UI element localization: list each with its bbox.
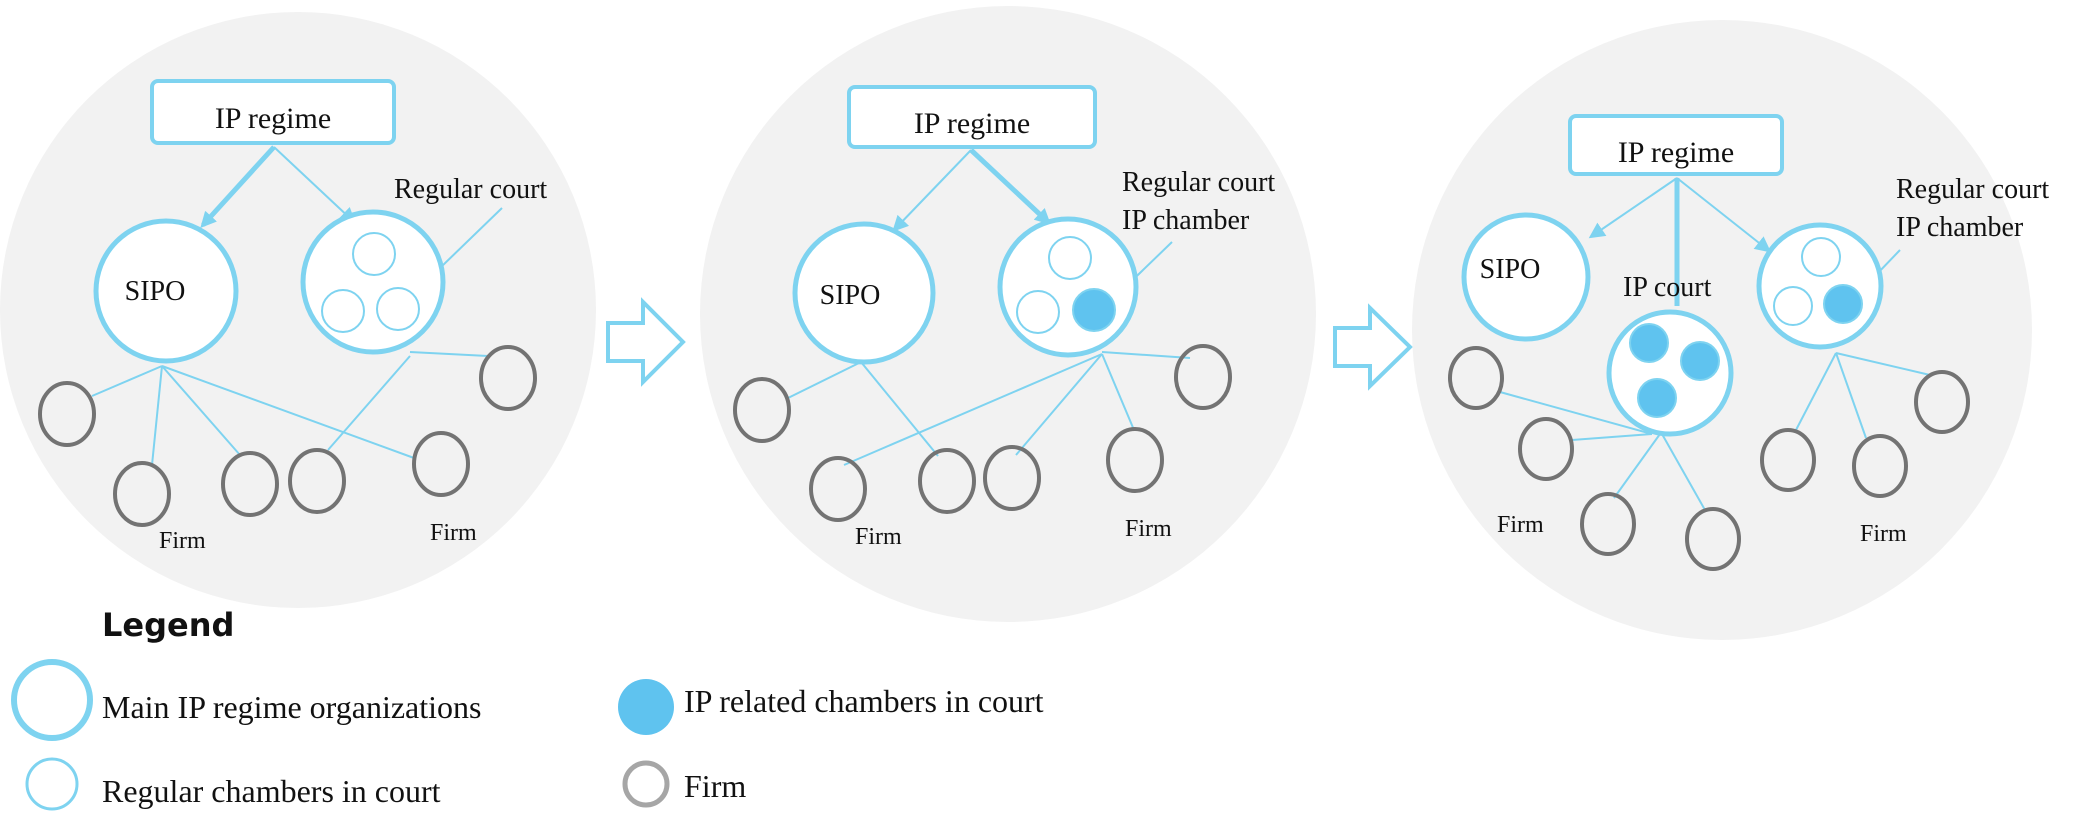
firm — [983, 445, 1041, 511]
firm — [1760, 428, 1816, 492]
regular-chamber — [1773, 286, 1813, 326]
panel-2-firms — [733, 344, 1232, 522]
ip-chamber-label: IP chamber — [1122, 205, 1250, 236]
arrow-ip-regime-to-court — [969, 148, 1051, 225]
firm — [1174, 344, 1232, 410]
firm — [1852, 434, 1908, 498]
ip-regime-box — [150, 79, 396, 145]
panel-3: IP regime SIPO IP court Regular court IP… — [1412, 20, 2049, 640]
sipo-label: SIPO — [125, 276, 186, 307]
panel-1-firms — [38, 345, 537, 527]
firm-label: Firm — [1860, 521, 1907, 547]
firm-label: Firm — [159, 528, 206, 554]
regular-chamber — [1801, 237, 1841, 277]
ip-court-label: IP court — [1623, 272, 1712, 303]
firm — [809, 456, 867, 522]
arrow-ip-regime-to-court — [1676, 177, 1772, 253]
legend-firm-label: Firm — [684, 768, 746, 804]
firm — [113, 461, 171, 527]
legend-main-org-label: Main IP regime organizations — [102, 689, 481, 725]
panel-3-background — [1412, 20, 2032, 640]
regular-chamber — [1048, 236, 1092, 280]
arrow-ip-regime-to-sipo — [200, 145, 276, 228]
sipo-circle — [792, 221, 936, 365]
firm-label: Firm — [1497, 512, 1544, 538]
firm — [1448, 346, 1504, 410]
ip-chamber — [1629, 323, 1669, 363]
firm — [412, 431, 470, 497]
firm — [918, 448, 976, 514]
firm — [38, 381, 96, 447]
firm — [221, 451, 279, 517]
ip-chamber — [1680, 341, 1720, 381]
regular-court-label: Regular court — [394, 174, 547, 205]
panel-1: IP regime SIPO Regular court — [0, 12, 596, 608]
firm — [1518, 417, 1574, 481]
ip-regime-box — [847, 85, 1097, 149]
firm — [1914, 370, 1970, 434]
legend-firm-swatch — [622, 760, 670, 808]
ip-regime-box — [1568, 114, 1784, 176]
panel-2-links — [787, 241, 1191, 466]
ip-chamber — [1823, 284, 1863, 324]
transition-arrow-1 — [606, 297, 686, 387]
firm-label: Firm — [430, 520, 477, 546]
panel-3-firms — [1448, 346, 1970, 571]
legend-ip-chamber-swatch — [618, 679, 674, 735]
legend-ip-chamber-label: IP related chambers in court — [684, 683, 1044, 719]
ip-chamber — [1072, 288, 1116, 332]
legend-title: Legend — [102, 606, 234, 644]
regular-chamber — [321, 289, 365, 333]
arrow-ip-regime-to-sipo — [1588, 177, 1678, 239]
sipo-circle — [93, 218, 239, 364]
firm — [1106, 427, 1164, 493]
panel-1-links — [91, 207, 503, 466]
legend-regular-chamber-label: Regular chambers in court — [102, 773, 441, 809]
arrow-ip-regime-to-court — [273, 146, 356, 224]
sipo-label: SIPO — [820, 280, 881, 311]
legend-main-org-swatch — [11, 659, 93, 741]
regular-chamber — [1016, 290, 1060, 334]
sipo-circle — [1461, 212, 1591, 342]
ip-regime-label: IP regime — [914, 107, 1030, 140]
arrow-ip-regime-to-sipo — [892, 149, 972, 232]
panel-1-background — [0, 12, 596, 608]
regular-court-label: Regular court — [1896, 174, 2049, 205]
regular-court-label: Regular court — [1122, 167, 1275, 198]
firm — [1685, 507, 1741, 571]
transition-arrow-2 — [1333, 303, 1413, 391]
panel-2: IP regime SIPO Regular court IP chamber … — [700, 6, 1316, 622]
ip-chamber — [1637, 378, 1677, 418]
firm-label: Firm — [1125, 516, 1172, 542]
legend: Legend Main IP regime organizations Regu… — [11, 606, 1044, 811]
ip-chamber-label: IP chamber — [1896, 212, 2024, 243]
firm-label: Firm — [855, 524, 902, 550]
ip-regime-label: IP regime — [215, 102, 331, 135]
firm — [1580, 492, 1636, 556]
firm — [479, 345, 537, 411]
regular-chamber — [352, 232, 396, 276]
regular-chamber — [376, 287, 420, 331]
firm — [288, 448, 346, 514]
legend-regular-chamber-swatch — [25, 757, 79, 811]
firm — [733, 377, 791, 443]
ip-regime-label: IP regime — [1618, 136, 1734, 169]
sipo-label: SIPO — [1480, 254, 1541, 285]
